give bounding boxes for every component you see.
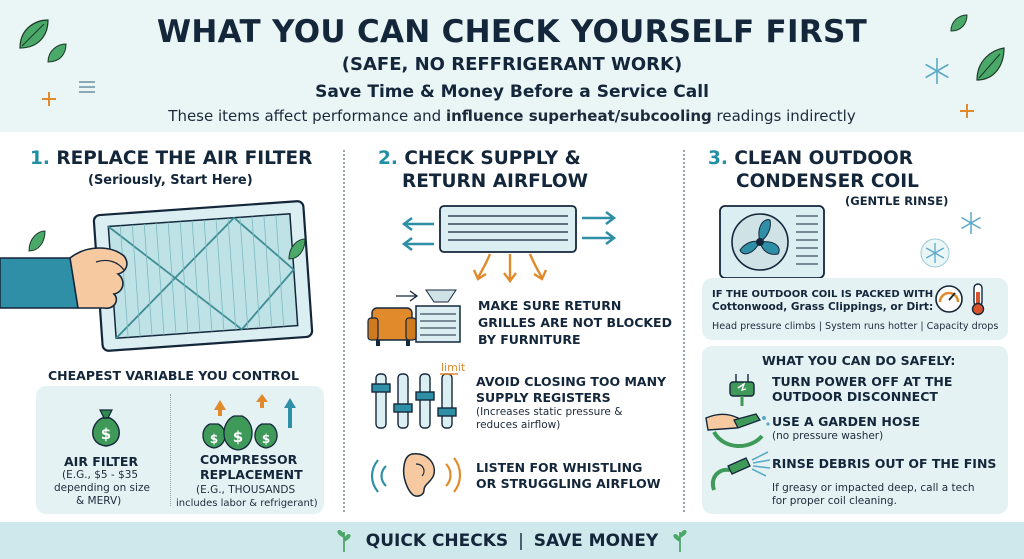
intro-text-end: readings indirectly <box>711 107 856 125</box>
col1-caption: CHEAPEST VARIABLE YOU CONTROL <box>48 368 300 383</box>
col3-subtitle: (GENTLE RINSE) <box>845 194 949 208</box>
footer-save-money: SAVE MONEY <box>533 531 659 551</box>
svg-text:$: $ <box>101 425 111 443</box>
page-tagline: Save Time & Money Before a Service Call <box>315 82 709 102</box>
leaf-icon <box>19 19 49 49</box>
col2-item3: OR STRUGGLING AIRFLOW <box>476 476 661 491</box>
limit-label: limit <box>441 361 466 374</box>
blocked-return-grille-icon <box>367 289 461 346</box>
compressor-cost-detail: includes labor & refrigerant) <box>176 498 318 509</box>
compressor-cost-detail-text: (E.G., THOUSANDS <box>196 484 296 496</box>
register-sliders-icon <box>371 373 458 429</box>
column-divider <box>343 150 345 512</box>
power-plug-icon <box>729 374 755 406</box>
safe-steps-title: WHAT YOU CAN DO SAFELY: <box>762 353 956 368</box>
safe-step-1: TURN POWER OFF AT THE <box>772 374 953 389</box>
compressor-cost-detail: (E.G., THOUSANDS <box>196 484 295 497</box>
safe-step-1: OUTDOOR DISCONNECT <box>772 389 938 404</box>
col2-item2-detail: reduces airflow) <box>476 419 561 431</box>
svg-text:$: $ <box>210 432 218 446</box>
col3-title-line2: CONDENSER COIL <box>736 171 919 192</box>
leaf-icon <box>47 43 67 63</box>
coil-warning-line: Cottonwood, Grass Clippings, or Dirt: <box>712 301 934 313</box>
intro-text: These items affect performance and <box>168 107 446 125</box>
col2-item3: LISTEN FOR WHISTLING <box>476 460 643 475</box>
col2-item2: SUPPLY REGISTERS <box>476 390 611 405</box>
col1-title-text: REPLACE THE AIR FILTER <box>56 148 313 169</box>
col2-title-text: CHECK SUPPLY & <box>404 148 581 169</box>
filter-cost-label: AIR FILTER <box>64 454 139 469</box>
col2-item2-detail: (Increases static pressure & <box>476 406 623 418</box>
sparkle-icon <box>960 104 974 118</box>
leaf-icon <box>28 230 46 252</box>
filter-cost-detail: & MERV) <box>76 495 122 507</box>
col2-item1: MAKE SURE RETURN <box>478 298 622 313</box>
coil-warning-effects: Head pressure climbs | System runs hotte… <box>712 321 999 332</box>
svg-text:$: $ <box>233 428 243 446</box>
sprig-icon <box>673 530 687 552</box>
leaf-icon <box>976 47 1005 81</box>
col2-item1: BY FURNITURE <box>478 332 581 347</box>
safe-step-3: RINSE DEBRIS OUT OF THE FINS <box>772 456 997 471</box>
money-bag-icon: $ <box>92 409 120 447</box>
footer-banner: QUICK CHECKS | SAVE MONEY <box>0 522 1024 559</box>
money-bags-icon: $ $ $ <box>202 394 296 451</box>
col3-title: 3. CLEAN OUTDOOR <box>708 148 913 170</box>
footer-quick-checks: QUICK CHECKS <box>365 531 509 551</box>
condenser-unit-illustration <box>719 205 825 284</box>
coil-warning-line: IF THE OUTDOOR COIL IS PACKED WITH <box>712 289 934 300</box>
svg-text:$: $ <box>262 432 270 446</box>
snowflake-icon <box>961 212 981 234</box>
page-subtitle: (SAFE, NO REFFRIGERANT WORK) <box>341 54 683 75</box>
col1-subtitle: (Seriously, Start Here) <box>88 173 253 188</box>
leaf-icon <box>288 238 306 260</box>
step-number: 2. <box>378 148 398 169</box>
filter-cost-detail: depending on size <box>54 482 150 494</box>
sparkle-icon <box>42 92 56 106</box>
air-filter-illustration <box>0 200 314 352</box>
page-title: WHAT YOU CAN CHECK YOURSELF FIRST <box>156 14 868 50</box>
snowflake-icon <box>925 58 949 84</box>
leaf-icon <box>950 14 968 32</box>
sprig-icon <box>337 530 351 552</box>
col2-item2: AVOID CLOSING TOO MANY <box>476 374 667 389</box>
col2-item1: GRILLES ARE NOT BLOCKED <box>478 315 672 330</box>
garden-hose-icon <box>705 413 770 449</box>
safe-step-2-detail: (no pressure washer) <box>772 430 884 442</box>
safe-step-note: If greasy or impacted deep, call a tech <box>772 482 975 494</box>
safe-step-2: USE A GARDEN HOSE <box>772 414 920 429</box>
thermometer-icon <box>971 283 985 316</box>
col1-title: 1. REPLACE THE AIR FILTER <box>30 148 312 170</box>
compressor-cost-label: COMPRESSOR <box>200 452 298 467</box>
header-banner: WHAT YOU CAN CHECK YOURSELF FIRST (SAFE,… <box>0 0 1024 132</box>
intro-bold: influence superheat/subcooling <box>445 107 712 125</box>
col2-title: 2. CHECK SUPPLY & <box>378 148 581 170</box>
step-number: 1. <box>30 148 50 169</box>
footer-separator: | <box>518 531 524 551</box>
footer-text: QUICK CHECKS | SAVE MONEY <box>0 531 1024 551</box>
ear-listening-icon <box>370 453 462 497</box>
safe-steps-panel <box>702 346 1008 514</box>
snowflake-icon <box>920 238 950 268</box>
spray-nozzle-icon <box>711 451 771 491</box>
step-number: 3. <box>708 148 728 169</box>
safe-step-note: for proper coil cleaning. <box>772 495 897 507</box>
col2-title-line2: RETURN AIRFLOW <box>402 171 589 192</box>
page-intro: These items affect performance and influ… <box>0 107 1024 125</box>
cost-comparison-panel <box>36 386 324 514</box>
compressor-cost-label: REPLACEMENT <box>200 467 303 482</box>
filter-cost-detail: (E.G., $5 - $35 <box>62 469 139 481</box>
col3-title-text: CLEAN OUTDOOR <box>734 148 914 169</box>
panel-divider <box>170 394 171 506</box>
column-divider <box>683 150 685 512</box>
airflow-icon <box>79 81 95 93</box>
supply-vent-illustration <box>401 205 617 283</box>
pressure-gauge-icon <box>935 285 963 313</box>
